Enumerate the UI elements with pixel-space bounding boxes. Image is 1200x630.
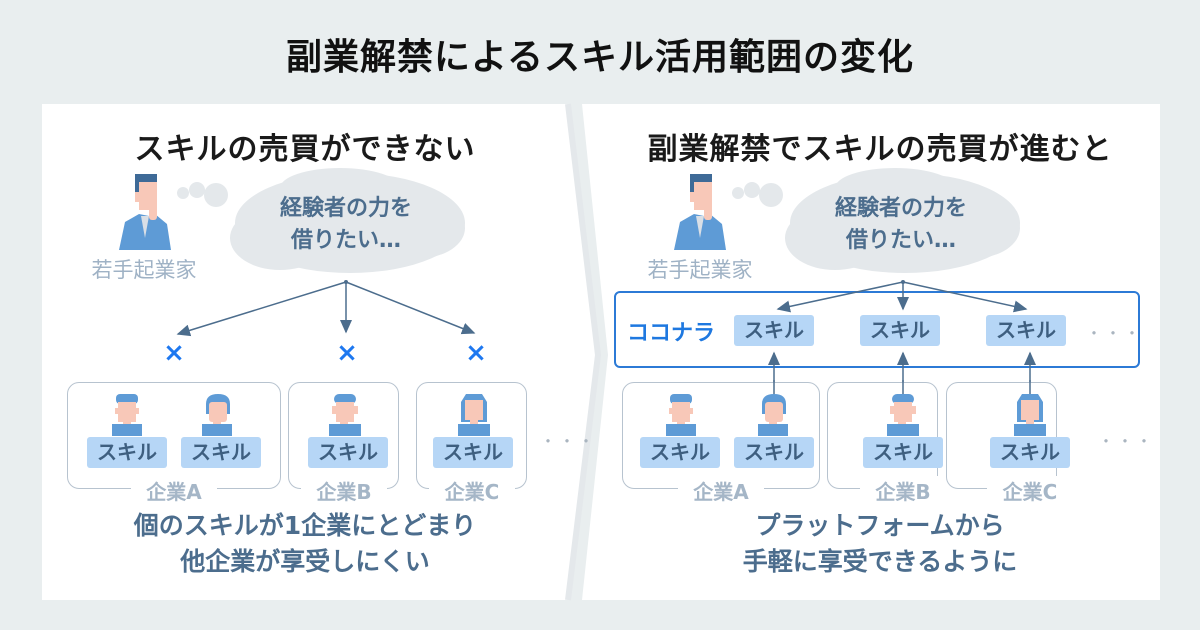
skill-tag: スキル — [308, 437, 388, 468]
arrow-stubs — [773, 380, 1031, 398]
thought-text: 経験者の力を 借りたい… — [791, 193, 1011, 257]
employee-female-icon — [1014, 394, 1046, 436]
employee-male-icon — [329, 394, 361, 436]
panel-divider-chevron — [565, 103, 602, 601]
arrow-to-company-c — [345, 281, 476, 335]
main-title: 副業解禁によるスキル活用範囲の変化 — [286, 37, 914, 78]
right-panel-title: 副業解禁でスキルの売買が進むと — [647, 132, 1113, 167]
arrow-to-skill-3 — [902, 281, 1028, 313]
company-b-box — [827, 382, 938, 489]
platform-skill-tag: スキル — [860, 315, 940, 346]
conclusion-line-2: 他企業が享受しにくい — [180, 547, 430, 576]
employee-male-icon — [112, 394, 142, 436]
company-label: 企業B — [860, 476, 946, 505]
person-label: 若手起業家 — [91, 258, 197, 282]
arrow-to-company-a — [176, 281, 347, 337]
person-label: 若手起業家 — [647, 258, 753, 282]
more-ellipsis: ・・・ — [1086, 324, 1144, 343]
thought-line-2: 借りたい… — [290, 228, 401, 253]
left-panel-title: スキルの売買ができない — [134, 132, 476, 167]
skill-tag: スキル — [87, 437, 167, 468]
thought-bubble-icon — [732, 168, 1020, 273]
skill-tag: スキル — [990, 437, 1070, 468]
arrow-to-skill-1 — [776, 281, 904, 313]
company-label: 企業A — [131, 476, 217, 505]
conclusion-line-1: 個のスキルが1企業にとどまり — [133, 511, 477, 540]
conclusion-line-1: プラットフォームから — [755, 511, 1005, 540]
businessman-thinking-icon — [119, 174, 171, 250]
skill-tag: スキル — [640, 437, 720, 468]
company-label: 企業C — [987, 476, 1073, 505]
left-conclusion: 個のスキルが1企業にとどまり 他企業が享受しにくい — [42, 508, 568, 580]
conclusion-line-2: 手軽に享受できるように — [742, 547, 1018, 576]
employee-male-icon — [666, 394, 696, 436]
thought-line-1: 経験者の力を — [279, 196, 412, 221]
thought-text: 経験者の力を 借りたい… — [236, 193, 456, 257]
employee-male-icon — [758, 394, 788, 436]
more-ellipsis: ・・・ — [540, 432, 598, 451]
skill-tag: スキル — [734, 437, 814, 468]
skill-tag: スキル — [181, 437, 261, 468]
platform-skill-tag: スキル — [986, 315, 1066, 346]
company-label: 企業B — [301, 476, 387, 505]
skill-tag: スキル — [863, 437, 943, 468]
request-arrows — [176, 280, 476, 337]
employee-male-icon — [887, 394, 919, 436]
employee-female-icon — [458, 394, 490, 436]
company-label: 企業C — [429, 476, 515, 505]
blocked-x-icon: × — [465, 338, 487, 368]
employee-male-icon — [202, 394, 232, 436]
platform-name: ココナラ — [627, 321, 716, 346]
blocked-x-icon: × — [336, 338, 358, 368]
blocked-x-icon: × — [163, 338, 185, 368]
thought-line-1: 経験者の力を — [834, 196, 967, 221]
thought-bubble-icon — [177, 168, 465, 273]
company-label: 企業A — [678, 476, 764, 505]
thought-line-2: 借りたい… — [845, 228, 956, 253]
skill-tag: スキル — [433, 437, 513, 468]
businessman-thinking-icon — [674, 174, 726, 250]
more-ellipsis: ・・・ — [1098, 432, 1156, 451]
company-a-box — [67, 382, 281, 489]
right-conclusion: プラットフォームから 手軽に享受できるように — [600, 508, 1160, 580]
platform-skill-tag: スキル — [734, 315, 814, 346]
